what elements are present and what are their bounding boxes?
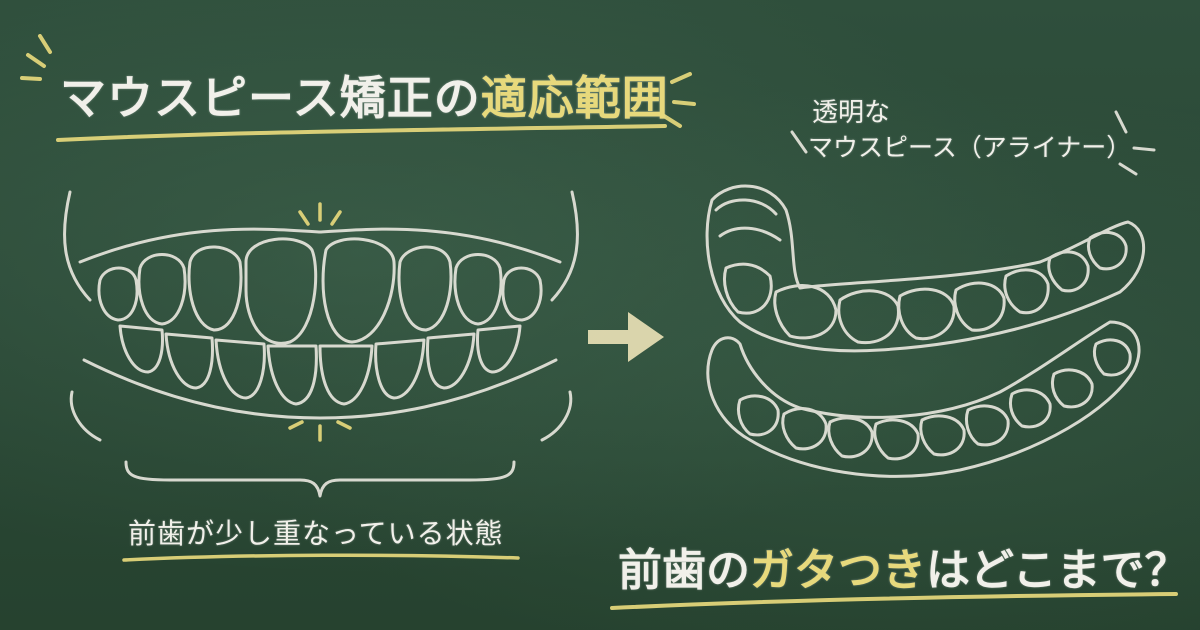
question-part2: はどこまで？ (926, 545, 1189, 596)
question-highlight: ガタつき (750, 545, 926, 596)
label-tick-icon (790, 110, 1156, 176)
tooth (137, 253, 187, 326)
title-main: マウスピース矯正の (60, 71, 481, 125)
tooth (453, 253, 503, 326)
tooth (397, 245, 453, 332)
tooth (97, 266, 139, 322)
tooth (118, 324, 164, 374)
upper-aligner (705, 184, 1145, 353)
tooth (426, 332, 476, 390)
title-highlight: 適応範囲 (480, 71, 669, 125)
tooth (187, 245, 243, 332)
caption-underline (122, 553, 520, 562)
tooth (244, 237, 318, 345)
tooth (321, 237, 396, 344)
tooth (266, 344, 318, 406)
teeth-caption: 前歯が少し重なっている状態 (128, 517, 504, 550)
title-sparkle-left-icon (20, 34, 52, 81)
question-underline (610, 592, 1178, 610)
aligner-label-line2: マウスピース（アライナー） (808, 133, 1132, 162)
jaw-outline (550, 190, 579, 302)
tooth (476, 324, 522, 374)
tooth (318, 344, 374, 406)
jaw-outline (540, 390, 573, 442)
tooth (374, 338, 426, 400)
caption-brace (124, 460, 516, 498)
lower-teeth (118, 324, 522, 406)
jaw-outline (69, 390, 102, 442)
lower-gum-line (82, 358, 558, 420)
aligner-label-line1: 透明な (812, 98, 891, 128)
highlight-sparkle-icon (288, 202, 352, 442)
arrow-right-icon (588, 312, 664, 362)
question-part1: 前歯の (618, 545, 750, 596)
upper-teeth (97, 237, 543, 345)
page-title: マウスピース矯正の適応範囲 (60, 62, 669, 128)
tooth (501, 266, 543, 322)
tooth (214, 338, 266, 400)
tooth (164, 332, 214, 390)
jaw-outline (63, 190, 92, 302)
question-heading: 前歯のガタつきはどこまで？ (618, 534, 1189, 598)
title-sparkle-right-icon (662, 72, 696, 128)
upper-gum-line (78, 227, 562, 264)
lower-aligner (706, 320, 1141, 478)
title-underline (56, 124, 667, 142)
